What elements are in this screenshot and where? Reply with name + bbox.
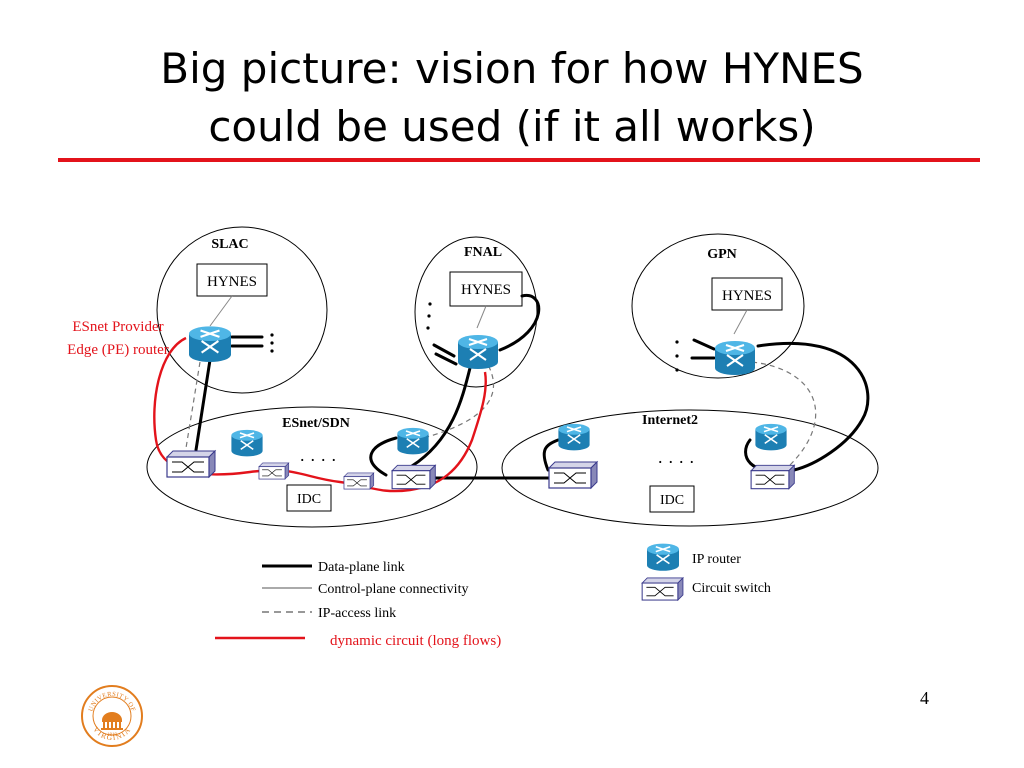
gpn-port-dots [675,340,679,372]
esnet-switch-right-icon [391,464,436,490]
legend-ip-router-icon [646,542,680,572]
svg-text:1819: 1819 [107,733,118,738]
esnet-domain [146,406,478,528]
dynamic-circuit-path [153,336,487,493]
legend-data-plane: Data-plane link [318,560,405,575]
legend-ip-access: IP-access link [318,606,396,621]
gpn-hynes-label: HYNES [722,288,772,304]
title-line-1: Big picture: vision for how HYNES [160,44,864,93]
fnal-site [414,236,538,388]
esnet-switch-small-icon [343,472,375,490]
internet2-idc-box [649,485,695,513]
esnet-router-right-icon [396,427,430,456]
pe-router-callout-line-2: Edge (PE) router [67,342,169,358]
internet2-dots: · · · · [657,452,694,472]
gpn-label: GPN [707,247,737,262]
pe-router-callout-line-1: ESnet Provider [72,319,163,335]
gpn-router-icon [714,340,756,376]
esnet-idc-label: IDC [297,492,321,507]
legend-control-plane: Control-plane connectivity [318,582,468,597]
esnet-idc-box [286,484,332,512]
internet2-router-right-icon [754,423,788,452]
legend-ip-router: IP router [692,552,741,567]
gpn-hynes-box [711,277,783,311]
internet2-switch-right-icon [750,464,795,490]
gpn-site [631,233,805,379]
esnet-router-left-icon [230,429,264,458]
esnet-dots: · · · · [299,450,336,470]
slac-hynes-box [196,263,268,297]
legend-circuit-switch: Circuit switch [692,581,771,596]
university-seal-logo: UNIVERSITY OF VIRGINIA 1819 [81,685,143,747]
legend-circuit-switch-icon [641,577,684,601]
fnal-label: FNAL [464,245,502,260]
title-rule [58,158,980,162]
internet2-idc-label: IDC [660,493,684,508]
slac-label: SLAC [211,237,248,252]
page-number: 4 [920,688,929,708]
fnal-port-dots [426,302,432,330]
legend-dynamic-circuit: dynamic circuit (long flows) [330,633,501,649]
slac-port-dots [270,333,274,353]
internet2-domain [501,409,879,527]
control-plane-links [209,295,748,335]
internet2-label: Internet2 [642,413,698,428]
ip-access-links [185,357,817,466]
esnet-label: ESnet/SDN [282,416,350,431]
fnal-router-icon [457,334,499,370]
fnal-hynes-label: HYNES [461,282,511,298]
slac-site [156,226,328,394]
esnet-switch-mid-icon [258,462,290,480]
data-plane-links [194,293,870,480]
esnet-switch-left-icon [166,450,216,478]
slide-title: Big picture: vision for how HYNES could … [0,40,1024,156]
legend: Data-plane link Control-plane connectivi… [215,542,771,649]
title-line-2: could be used (if it all works) [208,102,816,151]
slac-hynes-label: HYNES [207,274,257,290]
internet2-switch-left-icon [548,461,598,489]
internet2-router-left-icon [557,423,591,452]
slac-pe-router-icon [187,325,233,364]
